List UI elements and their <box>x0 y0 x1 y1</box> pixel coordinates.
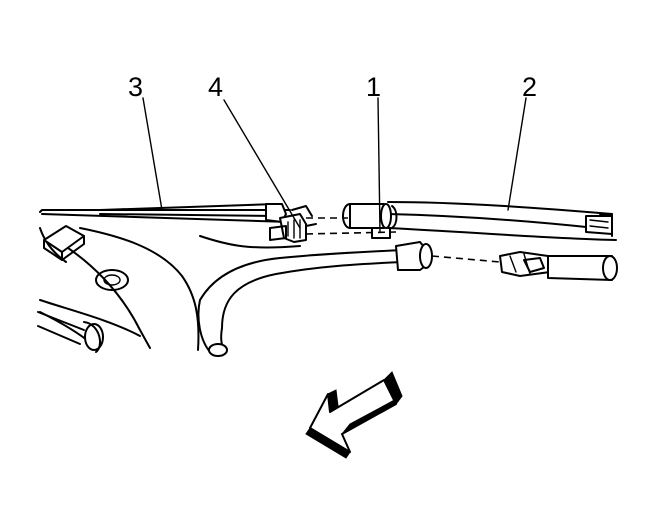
callout-3: 3 <box>128 72 143 102</box>
callout-1: 1 <box>366 72 381 102</box>
lower-hose-stub <box>37 311 104 353</box>
lower-tube <box>197 249 405 357</box>
callout-4: 4 <box>208 72 223 102</box>
hose-2 <box>387 201 617 241</box>
connector-4 <box>269 205 317 243</box>
callout-2: 2 <box>522 72 537 102</box>
lower-right-connector <box>395 241 618 281</box>
leader-lines <box>142 97 527 233</box>
forward-arrow-icon <box>305 371 403 459</box>
alignment-dashes <box>305 217 501 263</box>
